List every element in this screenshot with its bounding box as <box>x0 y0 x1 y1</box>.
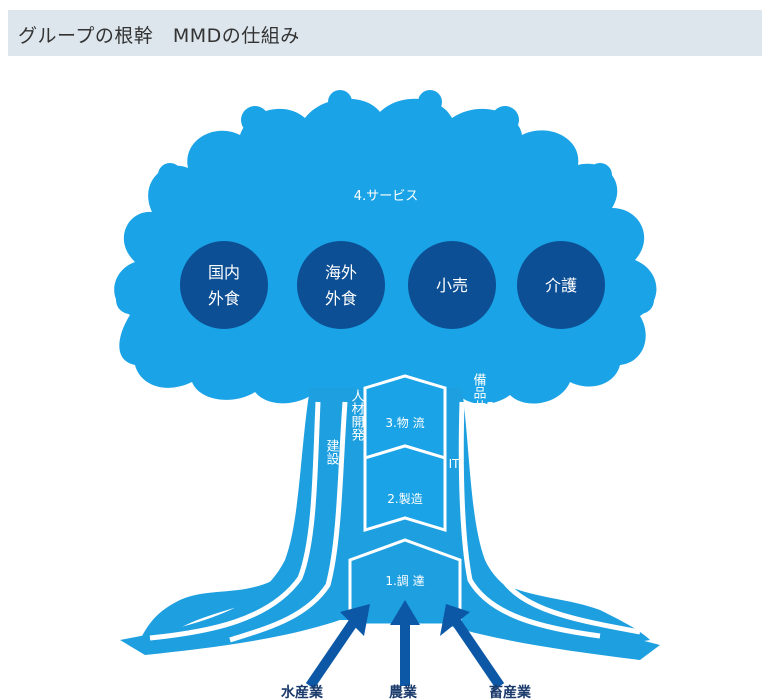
service-circle-overseas-dining: 海外 外食 <box>297 241 385 329</box>
service-line: 小売 <box>436 276 468 295</box>
source-livestock: 畜産業 <box>489 684 532 700</box>
support-construction: 建設 <box>324 439 340 465</box>
header-bar: グループの根幹 MMDの仕組み <box>8 10 762 56</box>
support-it: IT <box>449 457 461 471</box>
service-label: 4.サービス <box>354 189 418 204</box>
support-bands <box>149 401 641 643</box>
arrow-center <box>390 600 420 686</box>
service-circle-care: 介護 <box>517 241 605 329</box>
stage-logistics: 3.物 流 <box>385 416 424 430</box>
arrow-right <box>440 604 505 689</box>
service-circle-retail: 小売 <box>408 241 496 329</box>
page-title: グループの根幹 MMDの仕組み <box>18 25 300 47</box>
stage-column <box>348 374 462 627</box>
source-fishery: 水産業 <box>281 684 324 700</box>
service-circle-domestic-dining: 国内 外食 <box>180 241 268 329</box>
tree-canopy <box>114 90 657 404</box>
service-line: 国内 <box>208 263 240 282</box>
stage-manufacturing: 2.製造 <box>387 492 422 506</box>
source-agriculture: 農業 <box>389 684 418 700</box>
support-equipment: 備品サポート <box>471 372 487 451</box>
input-arrows <box>305 600 505 689</box>
arrow-left <box>305 604 370 689</box>
service-line: 外食 <box>208 289 240 308</box>
service-line: 介護 <box>545 276 577 295</box>
service-line: 外食 <box>325 289 357 308</box>
stage-procurement: 1.調 達 <box>385 574 424 588</box>
service-circles: 国内 外食 海外 外食 小売 介護 <box>180 241 605 329</box>
service-line: 海外 <box>325 263 357 282</box>
support-hr: 人材開発 <box>349 389 365 442</box>
